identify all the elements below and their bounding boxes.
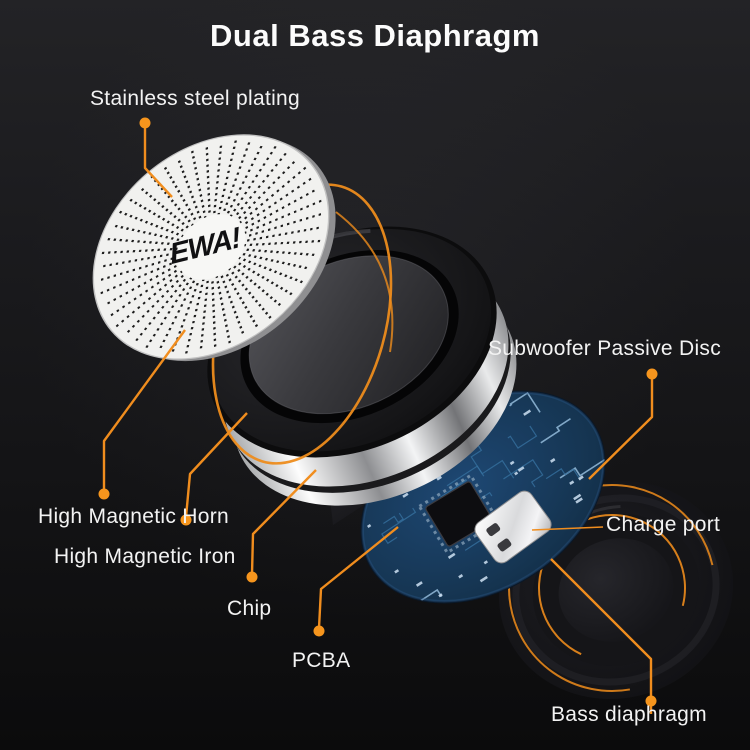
label-high-magnetic-iron: High Magnetic Iron xyxy=(54,545,236,568)
label-high-magnetic-horn: High Magnetic Horn xyxy=(38,505,229,528)
speaker-grille xyxy=(92,134,336,362)
label-pcba: PCBA xyxy=(292,649,351,672)
label-charge-port: Charge port xyxy=(606,513,721,536)
leader-charge-port xyxy=(531,526,604,531)
leader-dots xyxy=(98,117,658,707)
leader-high-magnetic-horn xyxy=(102,329,186,492)
label-subwoofer-passive-disc: Subwoofer Passive Disc xyxy=(488,337,722,360)
label-stainless-steel-plating: Stainless steel plating xyxy=(90,87,301,110)
speaker-driver xyxy=(207,226,517,506)
grille-perforations xyxy=(98,140,324,354)
leader-pcba xyxy=(317,526,399,629)
page-title: Dual Bass Diaphragm xyxy=(210,18,540,53)
leader-subwoofer-passive-disc xyxy=(588,378,654,480)
leader-chip xyxy=(250,469,317,575)
leader-stainless-steel-plating xyxy=(143,126,173,198)
label-chip: Chip xyxy=(227,597,272,620)
label-bass-diaphragm: Bass diaphragm xyxy=(551,703,707,726)
port-slot xyxy=(486,523,501,537)
port-slot xyxy=(497,538,512,552)
leader-high-magnetic-iron xyxy=(184,412,248,518)
leader-lines xyxy=(102,126,654,714)
charge-port-connector xyxy=(474,490,552,564)
